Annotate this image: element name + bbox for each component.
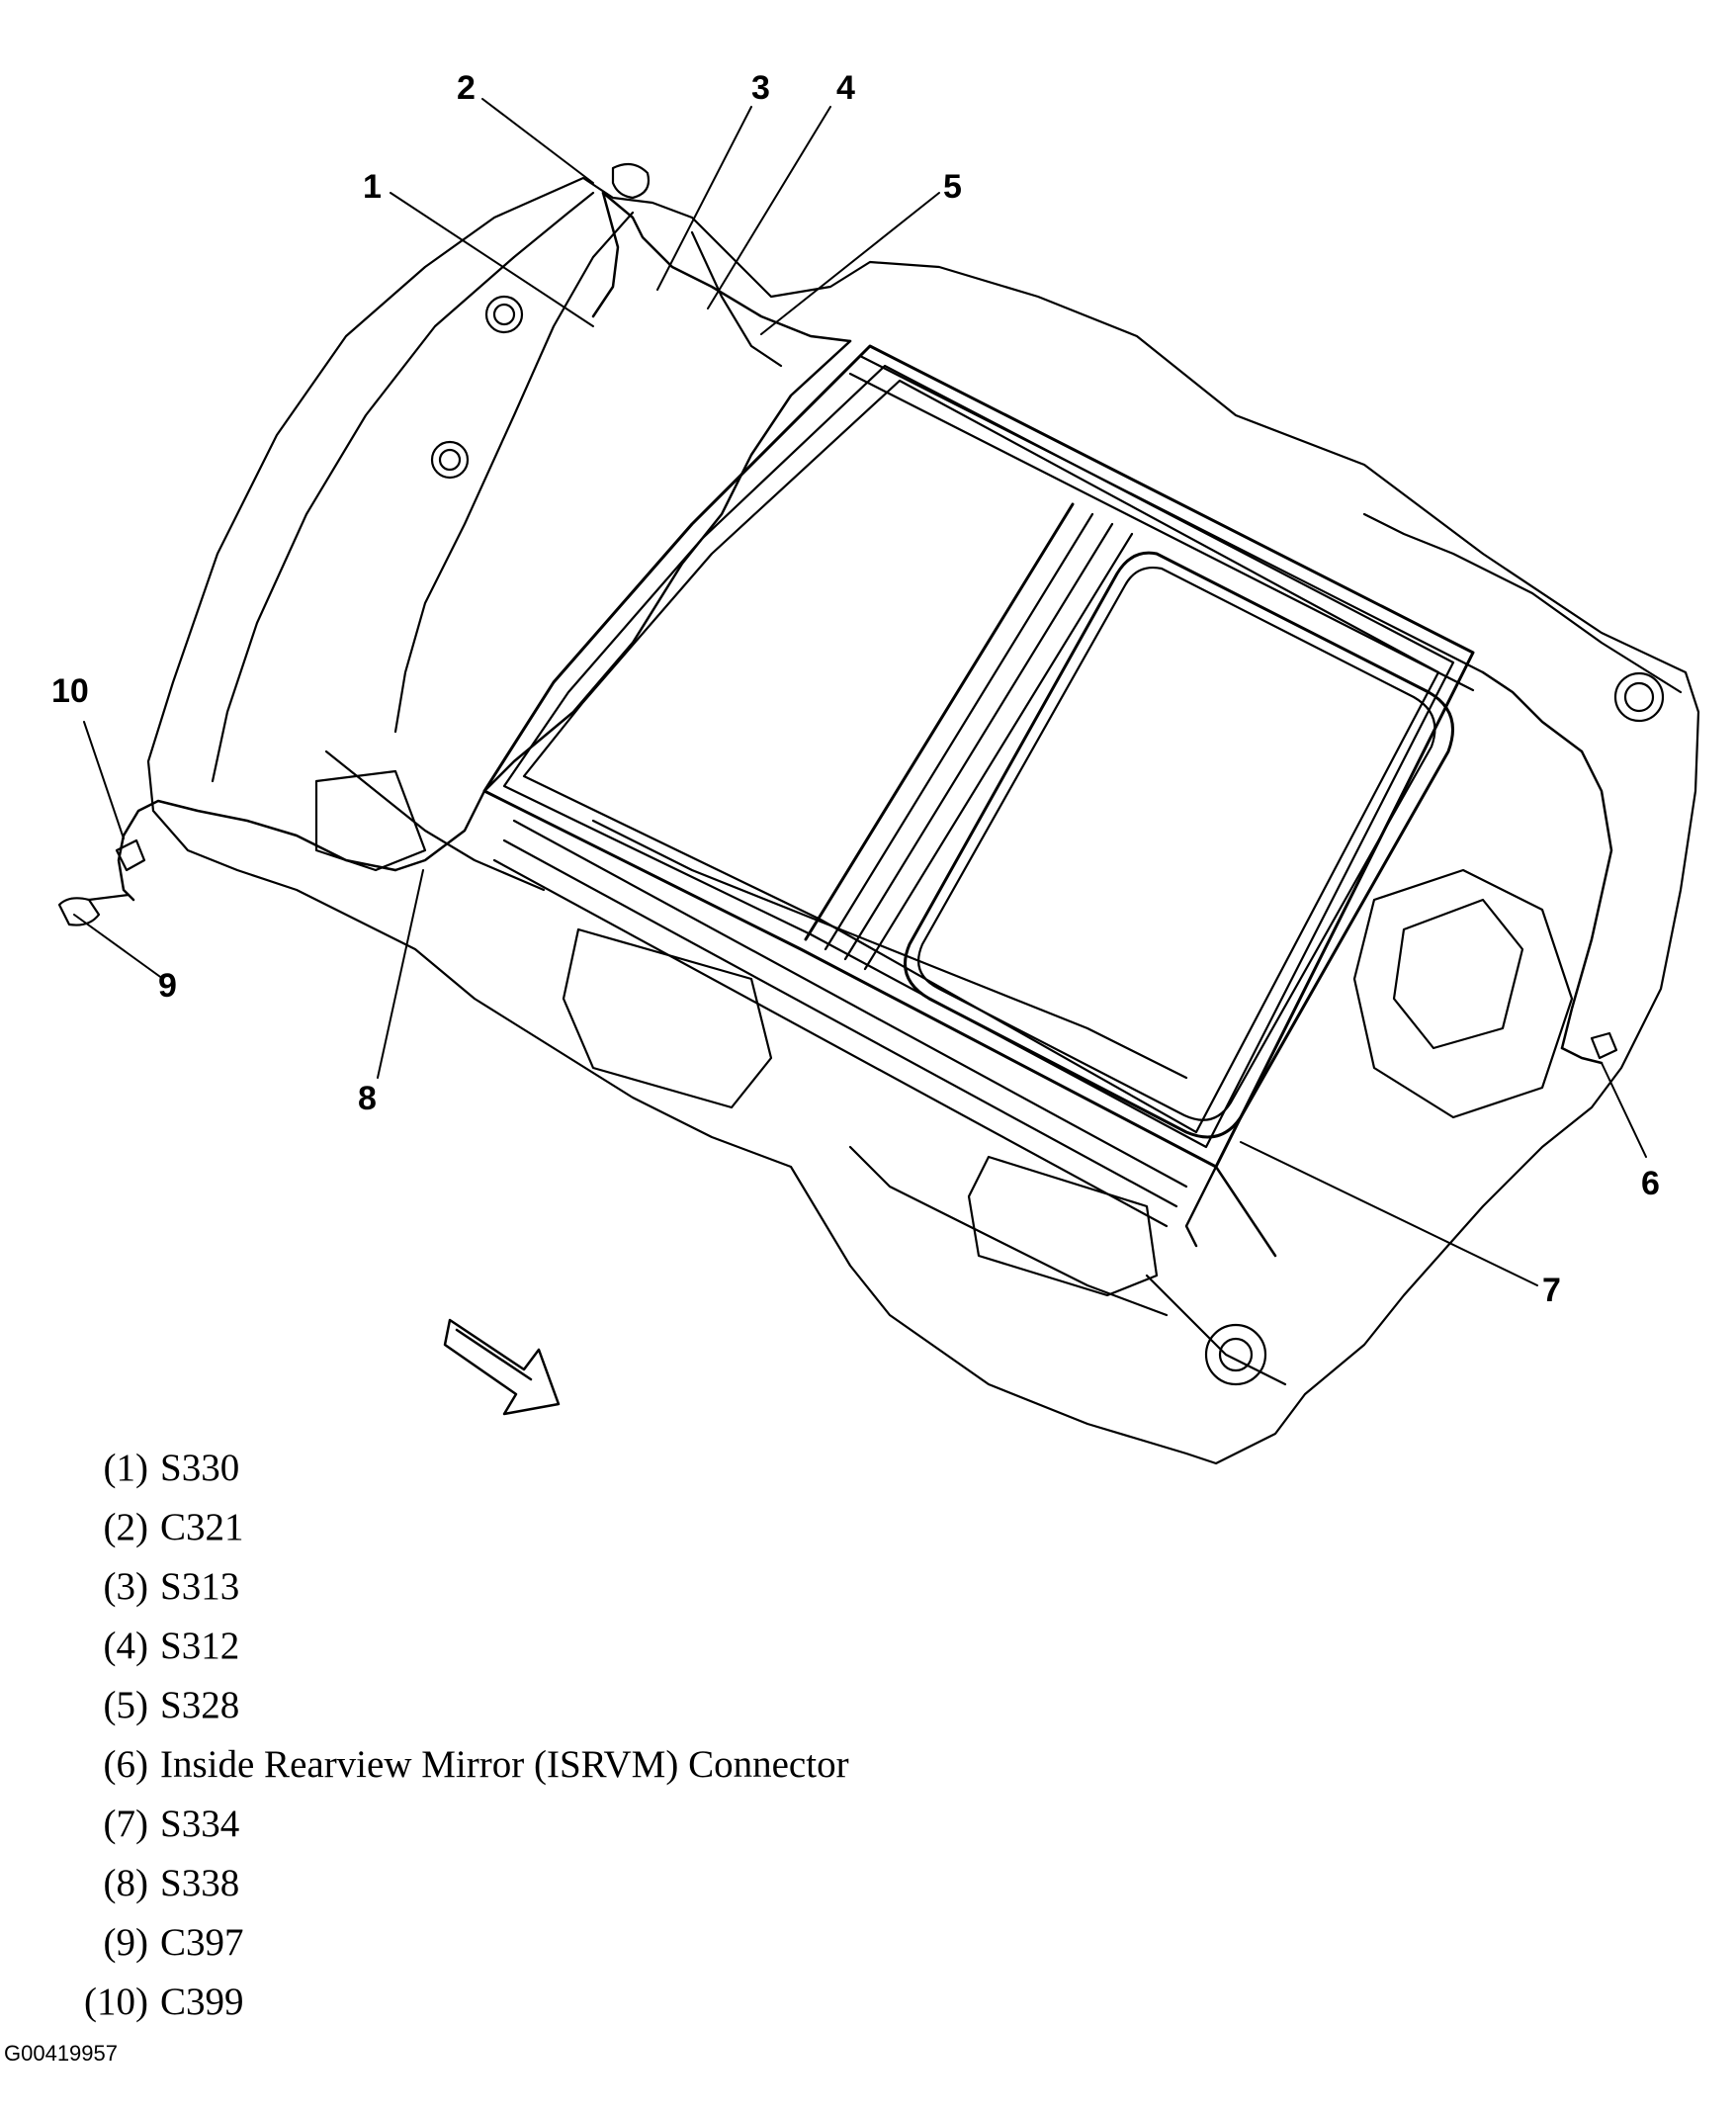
- legend-label: S334: [160, 1803, 240, 1845]
- legend-item: (6) Inside Rearview Mirror (ISRVM) Connec…: [61, 1742, 849, 1798]
- legend-label: Inside Rearview Mirror (ISRVM) Connector: [160, 1743, 849, 1786]
- figure-id: G00419957: [4, 2041, 118, 2066]
- callout-3: 3: [751, 69, 770, 107]
- callout-1: 1: [363, 168, 382, 206]
- legend-item: (8) S338: [61, 1861, 240, 1916]
- sunroof-frame: [482, 344, 1475, 1169]
- legend-number: (7): [103, 1803, 148, 1845]
- overhead-console: [314, 769, 1574, 1297]
- legend-label: S330: [160, 1447, 240, 1489]
- legend-number: (6): [103, 1743, 148, 1786]
- speaker-grilles: [430, 295, 1665, 1386]
- legend-number: (5): [103, 1684, 148, 1726]
- front-direction-arrow-icon: [443, 1318, 561, 1416]
- legend-item: (4) S312: [61, 1624, 240, 1679]
- connector-c397-icon: [57, 893, 130, 926]
- legend-number: (1): [103, 1447, 148, 1489]
- legend-item: (3) S313: [61, 1564, 240, 1620]
- sunroof-rails: [492, 354, 1485, 1228]
- legend-item: (2) C321: [61, 1505, 244, 1560]
- legend-item: (9) C397: [61, 1920, 244, 1976]
- leader-lines: [73, 98, 1647, 1286]
- connector-c399-icon: [115, 838, 146, 872]
- legend-label: S313: [160, 1565, 240, 1608]
- callout-7: 7: [1542, 1272, 1561, 1309]
- legend-item: (1) S330: [61, 1446, 240, 1501]
- legend-label: S338: [160, 1862, 240, 1904]
- legend-label: S312: [160, 1625, 240, 1667]
- headliner-wiring-diagram: [57, 98, 1700, 1465]
- callout-9: 9: [158, 967, 177, 1005]
- connector-isrvm-icon: [1590, 1031, 1618, 1060]
- wiring-harness: [117, 191, 1613, 1258]
- legend-label: C397: [160, 1921, 244, 1964]
- sunroof-glass: [904, 551, 1454, 1139]
- legend-number: (2): [103, 1506, 148, 1548]
- legend-number: (8): [103, 1862, 148, 1904]
- legend-number: (4): [103, 1625, 148, 1667]
- legend-label: C321: [160, 1506, 244, 1548]
- callout-5: 5: [943, 168, 962, 206]
- callout-6: 6: [1641, 1165, 1660, 1202]
- callout-4: 4: [836, 69, 855, 107]
- callout-10: 10: [51, 672, 89, 710]
- headliner-panel: [146, 176, 1700, 1465]
- legend-number: (9): [103, 1921, 148, 1964]
- legend-item: (7) S334: [61, 1802, 240, 1857]
- legend-number: (3): [103, 1565, 148, 1608]
- legend-label: S328: [160, 1684, 240, 1726]
- connector-c321-icon: [611, 162, 651, 200]
- legend-label: C399: [160, 1981, 244, 2023]
- legend-item: (5) S328: [61, 1683, 240, 1738]
- callout-2: 2: [457, 69, 476, 107]
- callout-8: 8: [358, 1080, 377, 1117]
- legend-item: (10) C399: [61, 1980, 244, 2035]
- legend-number: (10): [84, 1981, 148, 2023]
